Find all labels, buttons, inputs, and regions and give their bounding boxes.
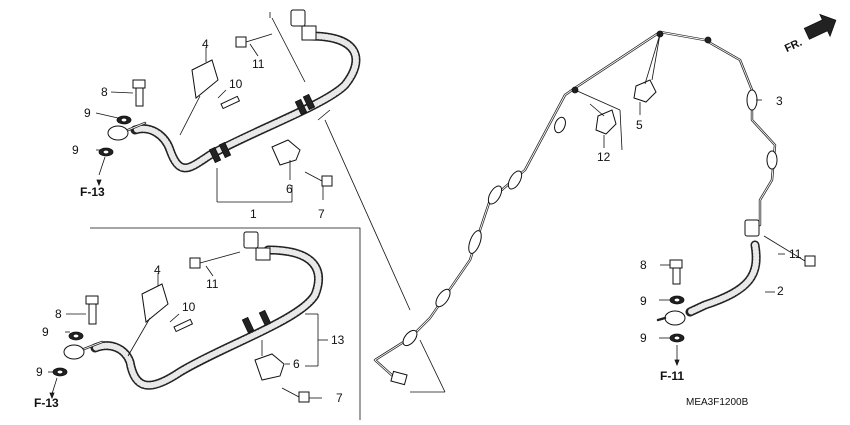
callout-9-upper-a: 9 bbox=[84, 106, 91, 120]
callout-4-lower: 4 bbox=[154, 263, 161, 277]
callout-10-upper: 10 bbox=[229, 77, 243, 91]
callout-7-lower: 7 bbox=[336, 391, 343, 405]
arrow-down-icon bbox=[96, 179, 102, 187]
callout-11-lower: 11 bbox=[206, 277, 219, 291]
callout-8-right: 8 bbox=[640, 258, 647, 272]
callout-11-right: 11 bbox=[789, 247, 802, 261]
callout-9-right-a: 9 bbox=[640, 294, 647, 308]
callout-9-lower-a: 9 bbox=[42, 325, 49, 339]
callout-9-upper-b: 9 bbox=[72, 143, 79, 157]
diagram-code: MEA3F1200B bbox=[686, 397, 749, 408]
arrow-down-icon bbox=[674, 359, 680, 367]
callout-8-upper: 8 bbox=[101, 85, 108, 99]
callout-8-lower: 8 bbox=[55, 307, 62, 321]
lower-left-hose-assembly bbox=[48, 231, 328, 403]
callout-6-lower: 6 bbox=[293, 357, 300, 371]
front-direction-arrow-icon bbox=[803, 13, 837, 40]
lower-group-frame bbox=[90, 227, 361, 420]
upper-left-hose-assembly bbox=[95, 9, 361, 203]
callout-10-lower: 10 bbox=[182, 300, 196, 314]
callout-9-lower-b: 9 bbox=[36, 365, 43, 379]
callout-9-right-b: 9 bbox=[640, 331, 647, 345]
arrow-down-icon bbox=[49, 392, 55, 400]
callout-7-upper: 7 bbox=[318, 207, 325, 221]
callout-5: 5 bbox=[636, 118, 643, 132]
direction-label: FR. bbox=[783, 37, 804, 55]
callout-11-upper: 11 bbox=[252, 57, 265, 71]
callout-1: 1 bbox=[250, 207, 257, 221]
callout-6-upper: 6 bbox=[286, 182, 293, 196]
callout-2: 2 bbox=[777, 284, 784, 298]
callout-12: 12 bbox=[597, 150, 611, 164]
callout-13: 13 bbox=[331, 333, 345, 347]
reference-f13-lower: F-13 bbox=[34, 396, 59, 410]
reference-f11: F-11 bbox=[660, 369, 684, 383]
callout-3: 3 bbox=[776, 94, 783, 108]
right-brake-hose bbox=[656, 219, 816, 360]
rear-brake-pipe-assembly bbox=[373, 30, 778, 386]
callout-4-upper: 4 bbox=[202, 37, 209, 51]
reference-f13-upper: F-13 bbox=[80, 185, 105, 199]
